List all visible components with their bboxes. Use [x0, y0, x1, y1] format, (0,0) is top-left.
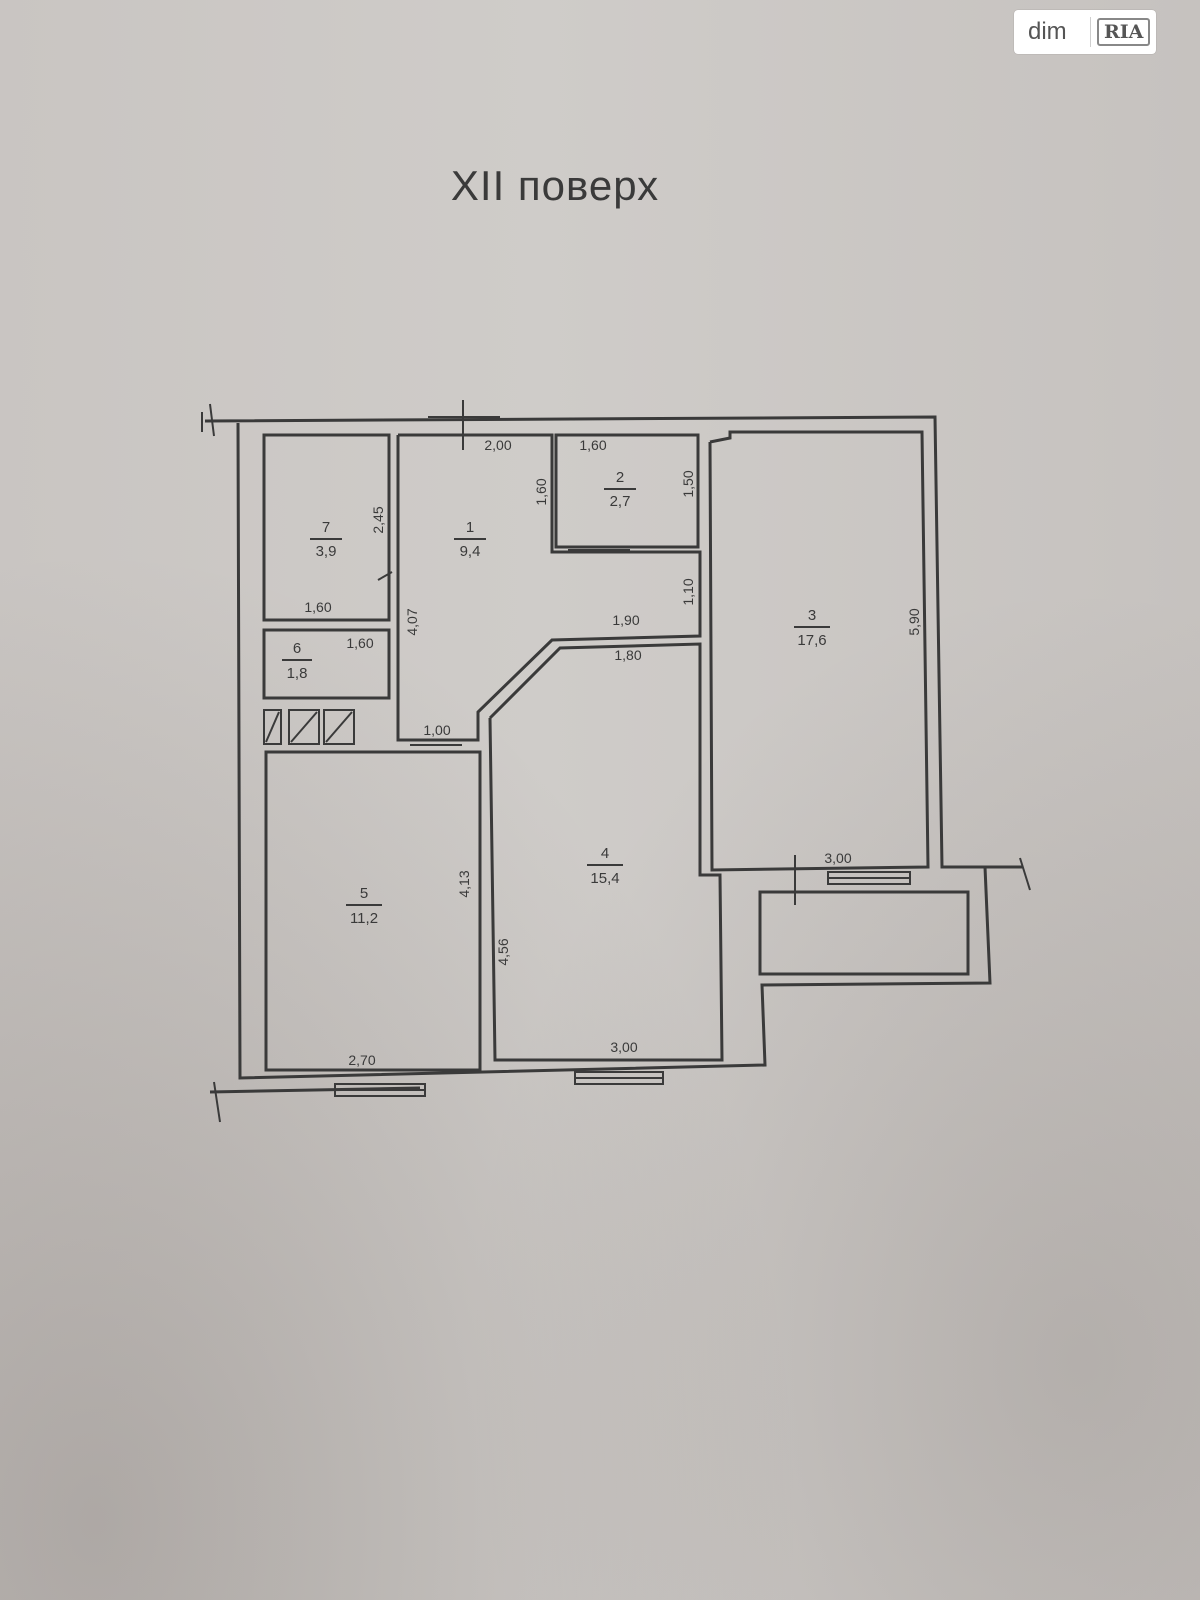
- dim-r3-right: 5,90: [906, 608, 922, 635]
- dim-ria-watermark: dim RIA: [1014, 10, 1156, 54]
- dim-r6-top: 1,60: [346, 635, 373, 651]
- room-7-area: 3,9: [316, 543, 337, 560]
- room-2-area: 2,7: [610, 493, 631, 510]
- room-1-area: 9,4: [460, 543, 481, 560]
- room-1-outline: [396, 433, 702, 742]
- dim-r1-left: 4,07: [404, 608, 420, 635]
- floor-title: XII поверх: [450, 162, 660, 209]
- dim-r1-corridor-right: 1,10: [680, 578, 696, 605]
- room-5-outline: [264, 750, 482, 1072]
- dim-r1-bottom-left: 1,00: [423, 722, 450, 738]
- room-7-number: 7: [322, 519, 330, 536]
- watermark-dim: dim: [1028, 18, 1067, 45]
- balcony-outline: [758, 890, 970, 976]
- ventilation-shafts: [263, 709, 355, 745]
- dim-r1-corridor: 1,90: [612, 612, 639, 628]
- room-2-outline: [554, 433, 700, 549]
- dim-r2-right: 1,50: [680, 470, 696, 497]
- dim-r4-top: 1,80: [614, 647, 641, 663]
- watermark-divider: [1090, 17, 1091, 47]
- room-3-number: 3: [808, 607, 816, 624]
- room-7-outline: [262, 433, 391, 622]
- dim-r5-bottom: 2,70: [348, 1052, 375, 1068]
- dim-r4-left: 4,56: [495, 938, 511, 965]
- dim-r2-top: 1,60: [579, 437, 606, 453]
- door-marks: [377, 549, 630, 746]
- room-5-area: 11,2: [350, 910, 378, 927]
- room-6-outline: [262, 628, 391, 700]
- room-3-outline: [708, 430, 930, 872]
- dim-r1-right: 1,60: [533, 478, 549, 505]
- room-6-number: 6: [293, 640, 301, 657]
- room-5-number: 5: [360, 885, 368, 902]
- room-6-area: 1,8: [287, 665, 308, 682]
- dim-r4-bottom: 3,00: [610, 1039, 637, 1055]
- outer-walls: [201, 403, 1031, 1123]
- windows: [334, 400, 911, 1097]
- room-2-number: 2: [616, 469, 624, 486]
- room-4-number: 4: [601, 845, 609, 862]
- dim-r3-bottom: 3,00: [824, 850, 851, 866]
- room-4-outline: [488, 642, 724, 1062]
- dim-r7-right: 2,45: [370, 506, 386, 533]
- watermark-ria: RIA: [1097, 18, 1151, 46]
- room-4-area: 15,4: [590, 870, 619, 887]
- dim-r5-right: 4,13: [456, 870, 472, 897]
- room-3-area: 17,6: [797, 632, 826, 649]
- room-1-number: 1: [466, 519, 474, 536]
- dim-r7-bottom: 1,60: [304, 599, 331, 615]
- dim-r1-top: 2,00: [484, 437, 511, 453]
